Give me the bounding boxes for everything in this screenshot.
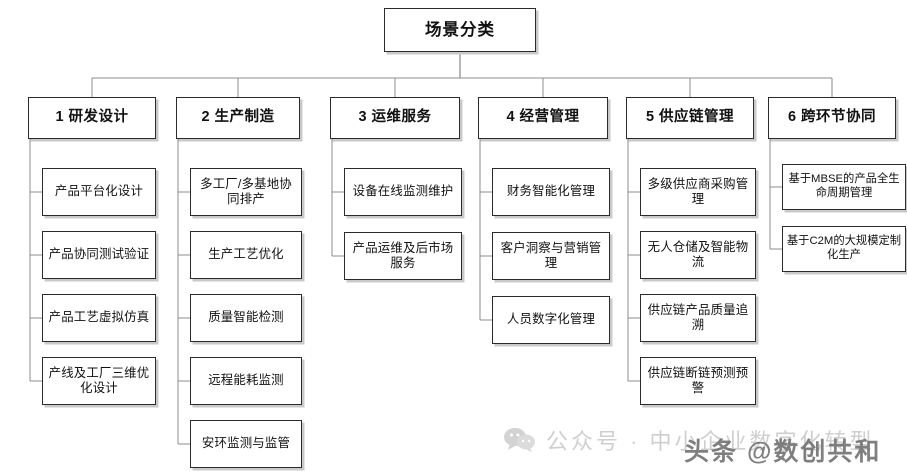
leaf-business-mgmt-2-label: 客户洞察与营销管理 (500, 240, 602, 270)
leaf-cross-link-2[interactable]: 基于C2M的大规模定制化生产 (782, 226, 906, 272)
leaf-supply-chain-1-label: 多级供应商采购管理 (647, 176, 749, 206)
leaf-cross-link-2-label: 基于C2M的大规模定制化生产 (786, 235, 902, 261)
header-cross-link[interactable]: 6 跨环节协同 (768, 97, 896, 139)
leaf-business-mgmt-3[interactable]: 人员数字化管理 (492, 296, 610, 344)
leaf-production-4-label: 远程能耗监测 (208, 373, 284, 388)
leaf-rd-design-4-label: 产线及工厂三维优化设计 (48, 365, 150, 395)
leaf-rd-design-2-label: 产品协同测试验证 (48, 247, 150, 262)
leaf-ops-service-1-label: 设备在线监测维护 (352, 184, 454, 199)
leaf-supply-chain-4-label: 供应链断链预测预警 (647, 365, 749, 395)
leaf-production-3-label: 质量智能检测 (208, 310, 284, 325)
header-rd-design[interactable]: 1 研发设计 (28, 97, 156, 139)
leaf-supply-chain-2-label: 无人仓储及智能物流 (647, 239, 749, 269)
leaf-production-4[interactable]: 远程能耗监测 (190, 357, 302, 405)
leaf-supply-chain-1[interactable]: 多级供应商采购管理 (640, 168, 756, 216)
leaf-cross-link-1-label: 基于MBSE的产品全生命周期管理 (788, 173, 900, 199)
leaf-cross-link-1[interactable]: 基于MBSE的产品全生命周期管理 (782, 164, 906, 210)
header-ops-service[interactable]: 3 运维服务 (330, 97, 460, 139)
header-supply-chain[interactable]: 5 供应链管理 (626, 97, 754, 139)
leaf-production-3[interactable]: 质量智能检测 (190, 294, 302, 342)
leaf-production-2-label: 生产工艺优化 (208, 247, 284, 262)
header-supply-chain-label: 5 供应链管理 (645, 109, 735, 126)
leaf-ops-service-1[interactable]: 设备在线监测维护 (344, 168, 462, 216)
leaf-ops-service-2-label: 产品运维及后市场服务 (352, 240, 454, 270)
leaf-supply-chain-3[interactable]: 供应链产品质量追溯 (640, 294, 756, 342)
leaf-rd-design-4[interactable]: 产线及工厂三维优化设计 (42, 357, 156, 405)
leaf-rd-design-1-label: 产品平台化设计 (54, 184, 144, 199)
leaf-business-mgmt-3-label: 人员数字化管理 (506, 312, 596, 327)
leaf-rd-design-3-label: 产品工艺虚拟仿真 (48, 310, 150, 325)
leaf-rd-design-3[interactable]: 产品工艺虚拟仿真 (42, 294, 156, 342)
leaf-supply-chain-2[interactable]: 无人仓储及智能物流 (640, 231, 756, 279)
leaf-rd-design-1[interactable]: 产品平台化设计 (42, 168, 156, 216)
root-node-label: 场景分类 (425, 20, 495, 39)
header-cross-link-label: 6 跨环节协同 (787, 109, 877, 126)
leaf-production-2[interactable]: 生产工艺优化 (190, 231, 302, 279)
leaf-rd-design-2[interactable]: 产品协同测试验证 (42, 231, 156, 279)
leaf-business-mgmt-1[interactable]: 财务智能化管理 (492, 168, 610, 216)
leaf-production-1[interactable]: 多工厂/多基地协同排产 (190, 168, 302, 216)
header-ops-service-label: 3 运维服务 (358, 109, 432, 126)
header-business-mgmt-label: 4 经营管理 (506, 109, 580, 126)
leaf-production-1-label: 多工厂/多基地协同排产 (200, 176, 292, 206)
leaf-supply-chain-4[interactable]: 供应链断链预测预警 (640, 357, 756, 405)
header-production[interactable]: 2 生产制造 (176, 97, 300, 139)
leaf-supply-chain-3-label: 供应链产品质量追溯 (647, 302, 749, 332)
root-node[interactable]: 场景分类 (384, 8, 536, 52)
leaf-business-mgmt-2[interactable]: 客户洞察与营销管理 (492, 232, 610, 280)
header-production-label: 2 生产制造 (201, 109, 275, 126)
leaf-production-5[interactable]: 安环监测与监管 (190, 420, 302, 468)
leaf-business-mgmt-1-label: 财务智能化管理 (506, 184, 596, 199)
leaf-ops-service-2[interactable]: 产品运维及后市场服务 (344, 232, 462, 280)
leaf-production-5-label: 安环监测与监管 (201, 436, 291, 451)
header-business-mgmt[interactable]: 4 经营管理 (478, 97, 608, 139)
header-rd-design-label: 1 研发设计 (55, 109, 129, 126)
